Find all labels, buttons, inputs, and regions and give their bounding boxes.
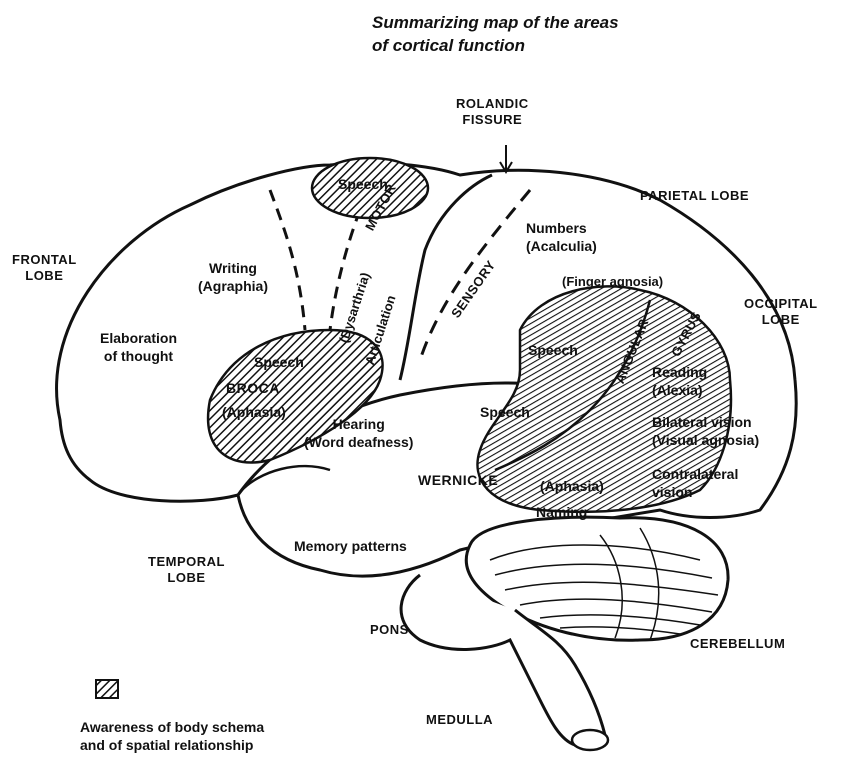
wernicke-label: WERNICKE bbox=[418, 472, 498, 490]
speech-angular-label: Speech bbox=[528, 342, 578, 360]
occipital-lobe-label: OCCIPITAL LOBE bbox=[744, 296, 818, 329]
hearing-line-2: (Word deafness) bbox=[304, 434, 413, 452]
contralateral-vision-label: Contralateral vision bbox=[652, 466, 738, 501]
rolandic-line-2: FISSURE bbox=[456, 112, 529, 128]
diagram-title: Summarizing map of the areas of cortical… bbox=[372, 12, 619, 58]
writing-line-1: Writing bbox=[198, 260, 268, 278]
speech-broca-label: Speech bbox=[254, 354, 304, 372]
frontal-line-2: LOBE bbox=[12, 268, 77, 284]
speech-top-label: Speech bbox=[338, 176, 388, 194]
wernicke-aphasia-label: (Aphasia) bbox=[540, 478, 604, 496]
temporal-line-2: LOBE bbox=[148, 570, 225, 586]
occipital-line-1: OCCIPITAL bbox=[744, 296, 818, 312]
parietal-lobe-label: PARIETAL LOBE bbox=[640, 188, 749, 204]
numbers-line-1: Numbers bbox=[526, 220, 597, 238]
bilateral-vision-label: Bilateral vision (Visual agnosia) bbox=[652, 414, 759, 449]
speech-wernicke-label: Speech bbox=[480, 404, 530, 422]
title-line-2: of cortical function bbox=[372, 35, 619, 58]
pons-label: PONS bbox=[370, 622, 409, 638]
legend-text: Awareness of body schema and of spatial … bbox=[80, 718, 264, 754]
reading-line-2: (Alexia) bbox=[652, 382, 707, 400]
elaboration-label: Elaboration of thought bbox=[100, 330, 177, 365]
contralateral-line-1: Contralateral bbox=[652, 466, 738, 484]
writing-label: Writing (Agraphia) bbox=[198, 260, 268, 295]
numbers-line-2: (Acalculia) bbox=[526, 238, 597, 256]
medulla-cut bbox=[572, 730, 608, 750]
broca-label: BROCA bbox=[226, 380, 280, 398]
memory-patterns-label: Memory patterns bbox=[294, 538, 407, 556]
frontal-line-1: FRONTAL bbox=[12, 252, 77, 268]
bilateral-line-2: (Visual agnosia) bbox=[652, 432, 759, 450]
bilateral-line-1: Bilateral vision bbox=[652, 414, 759, 432]
rolandic-fissure-label: ROLANDIC FISSURE bbox=[456, 96, 529, 129]
elaboration-line-1: Elaboration bbox=[100, 330, 177, 348]
contralateral-line-2: vision bbox=[652, 484, 738, 502]
cerebellum-label: CEREBELLUM bbox=[690, 636, 785, 652]
numbers-label: Numbers (Acalculia) bbox=[526, 220, 597, 255]
rolandic-line-1: ROLANDIC bbox=[456, 96, 529, 112]
elaboration-line-2: of thought bbox=[100, 348, 177, 366]
title-line-1: Summarizing map of the areas bbox=[372, 12, 619, 35]
medulla-label: MEDULLA bbox=[426, 712, 493, 728]
occipital-line-2: LOBE bbox=[744, 312, 818, 328]
temporal-lobe-label: TEMPORAL LOBE bbox=[148, 554, 225, 587]
legend-line-2: and of spatial relationship bbox=[80, 736, 264, 754]
legend-swatch bbox=[96, 680, 118, 698]
temporal-line-1: TEMPORAL bbox=[148, 554, 225, 570]
writing-line-2: (Agraphia) bbox=[198, 278, 268, 296]
naming-label: Naming bbox=[536, 504, 587, 522]
frontal-lobe-label: FRONTAL LOBE bbox=[12, 252, 77, 285]
reading-label: Reading (Alexia) bbox=[652, 364, 707, 399]
reading-line-1: Reading bbox=[652, 364, 707, 382]
legend-line-1: Awareness of body schema bbox=[80, 718, 264, 736]
hearing-line-1: Hearing bbox=[304, 416, 413, 434]
broca-aphasia-label: (Aphasia) bbox=[222, 404, 286, 422]
finger-agnosia-label: (Finger agnosia) bbox=[562, 274, 663, 290]
rolandic-arrow bbox=[500, 145, 512, 172]
hearing-label: Hearing (Word deafness) bbox=[304, 416, 413, 451]
